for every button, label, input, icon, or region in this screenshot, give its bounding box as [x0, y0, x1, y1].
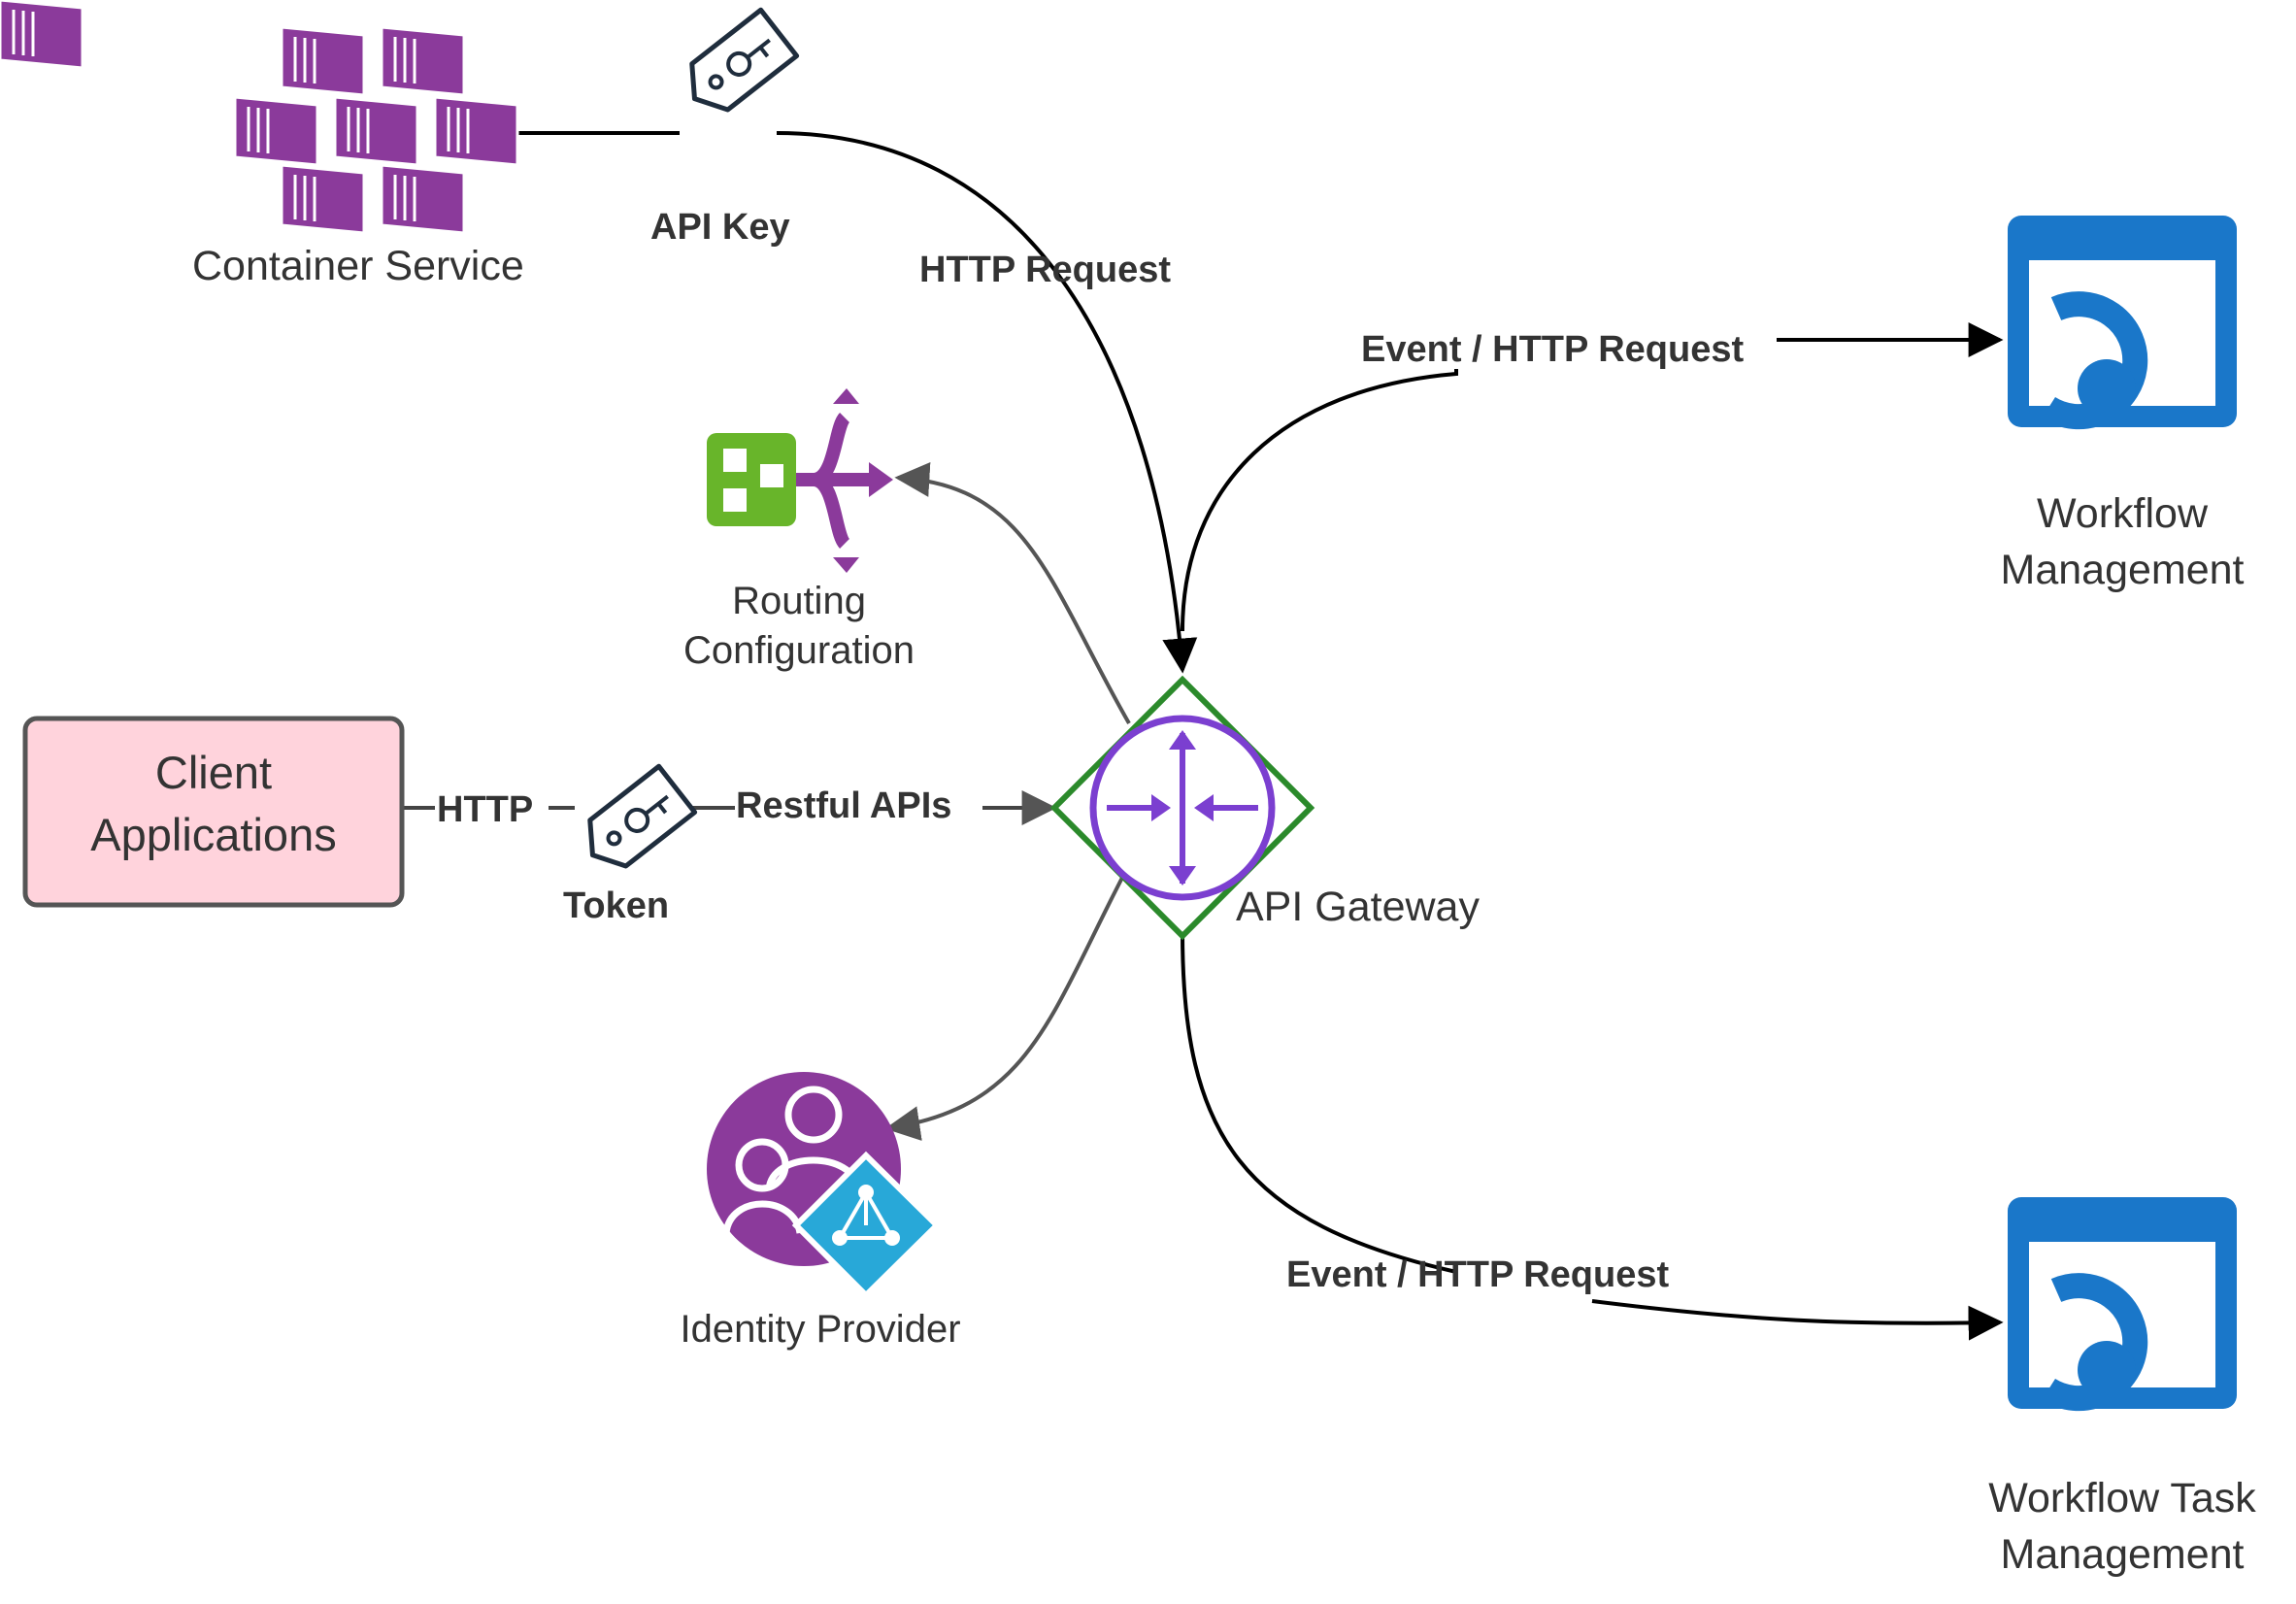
http-label: HTTP: [437, 789, 533, 830]
restful-apis-label: Restful APIs: [736, 785, 951, 826]
identity-provider-label: Identity Provider: [680, 1308, 960, 1351]
token-icon: [587, 763, 698, 869]
workflow-label-1: Workflow: [2037, 490, 2209, 537]
routing-label-1: Routing: [732, 580, 866, 622]
api-gateway-icon: [1049, 675, 1315, 941]
workflow-label-2: Management: [2001, 547, 2245, 593]
event-http-top-label: Event / HTTP Request: [1361, 329, 1745, 370]
edge-apikey-to-gateway: [776, 131, 1198, 674]
api-key-label: API Key: [650, 207, 790, 248]
edge-gateway-to-routing: [894, 461, 1131, 724]
identity-provider-icon: [707, 1072, 942, 1300]
workflow-task-label-2: Management: [2001, 1531, 2245, 1578]
client-applications-box: [22, 716, 405, 908]
api-gateway-label: API Gateway: [1236, 884, 1480, 930]
event-http-bottom-label: Event / HTTP Request: [1286, 1254, 1670, 1295]
routing-configuration-icon: [707, 388, 893, 573]
workflow-management-icon: [2008, 216, 2237, 430]
edge-gateway-to-workflow: [1181, 369, 1458, 632]
container-service-label: Container Service: [192, 243, 524, 289]
client-label-1: Client: [155, 747, 272, 798]
token-label: Token: [563, 886, 669, 926]
routing-label-2: Configuration: [683, 629, 915, 672]
http-request-label: HTTP Request: [919, 250, 1171, 290]
client-label-2: Applications: [90, 809, 336, 860]
edge-gateway-to-identity: [884, 873, 1126, 1141]
workflow-task-management-icon: [2008, 1197, 2237, 1412]
api-key-icon: [689, 7, 800, 113]
container-service-icon: [0, 0, 519, 235]
workflow-task-label-1: Workflow Task: [1988, 1475, 2256, 1521]
edge-gateway-to-task-2: [1591, 1299, 2004, 1341]
edge-gateway-to-task: [1181, 931, 1457, 1274]
